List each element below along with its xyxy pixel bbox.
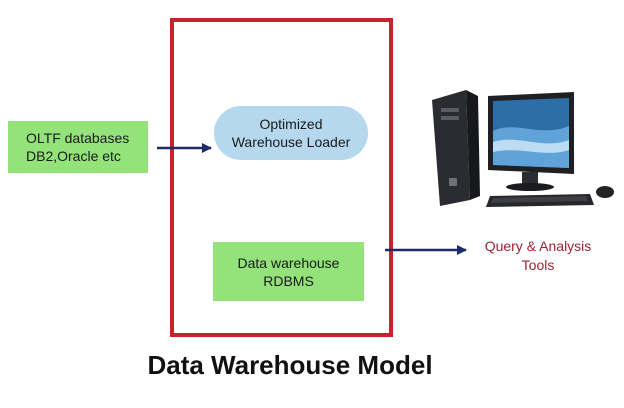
- loader-line1: Optimized: [259, 116, 323, 132]
- query-line1: Query & Analysis: [484, 238, 592, 254]
- oltp-source-line1: OLTF databases: [26, 130, 130, 146]
- warehouse-line2: RDBMS: [263, 272, 314, 289]
- query-analysis-label: Query & Analysis Tools: [468, 237, 608, 275]
- loader-line2: Warehouse Loader: [231, 134, 351, 150]
- oltp-source-line2: DB2,Oracle etc: [26, 148, 121, 164]
- data-warehouse-box: Data warehouse RDBMS: [213, 242, 364, 301]
- oltp-source-box: OLTF databases DB2,Oracle etc: [8, 121, 148, 173]
- desktop-computer-icon: [432, 90, 614, 207]
- warehouse-loader-pill: Optimized Warehouse Loader: [214, 106, 368, 160]
- diagram-title: Data Warehouse Model: [147, 350, 433, 380]
- warehouse-line1: Data warehouse: [237, 254, 340, 271]
- query-line2: Tools: [521, 257, 555, 273]
- warehouse-boundary-frame: [170, 18, 393, 337]
